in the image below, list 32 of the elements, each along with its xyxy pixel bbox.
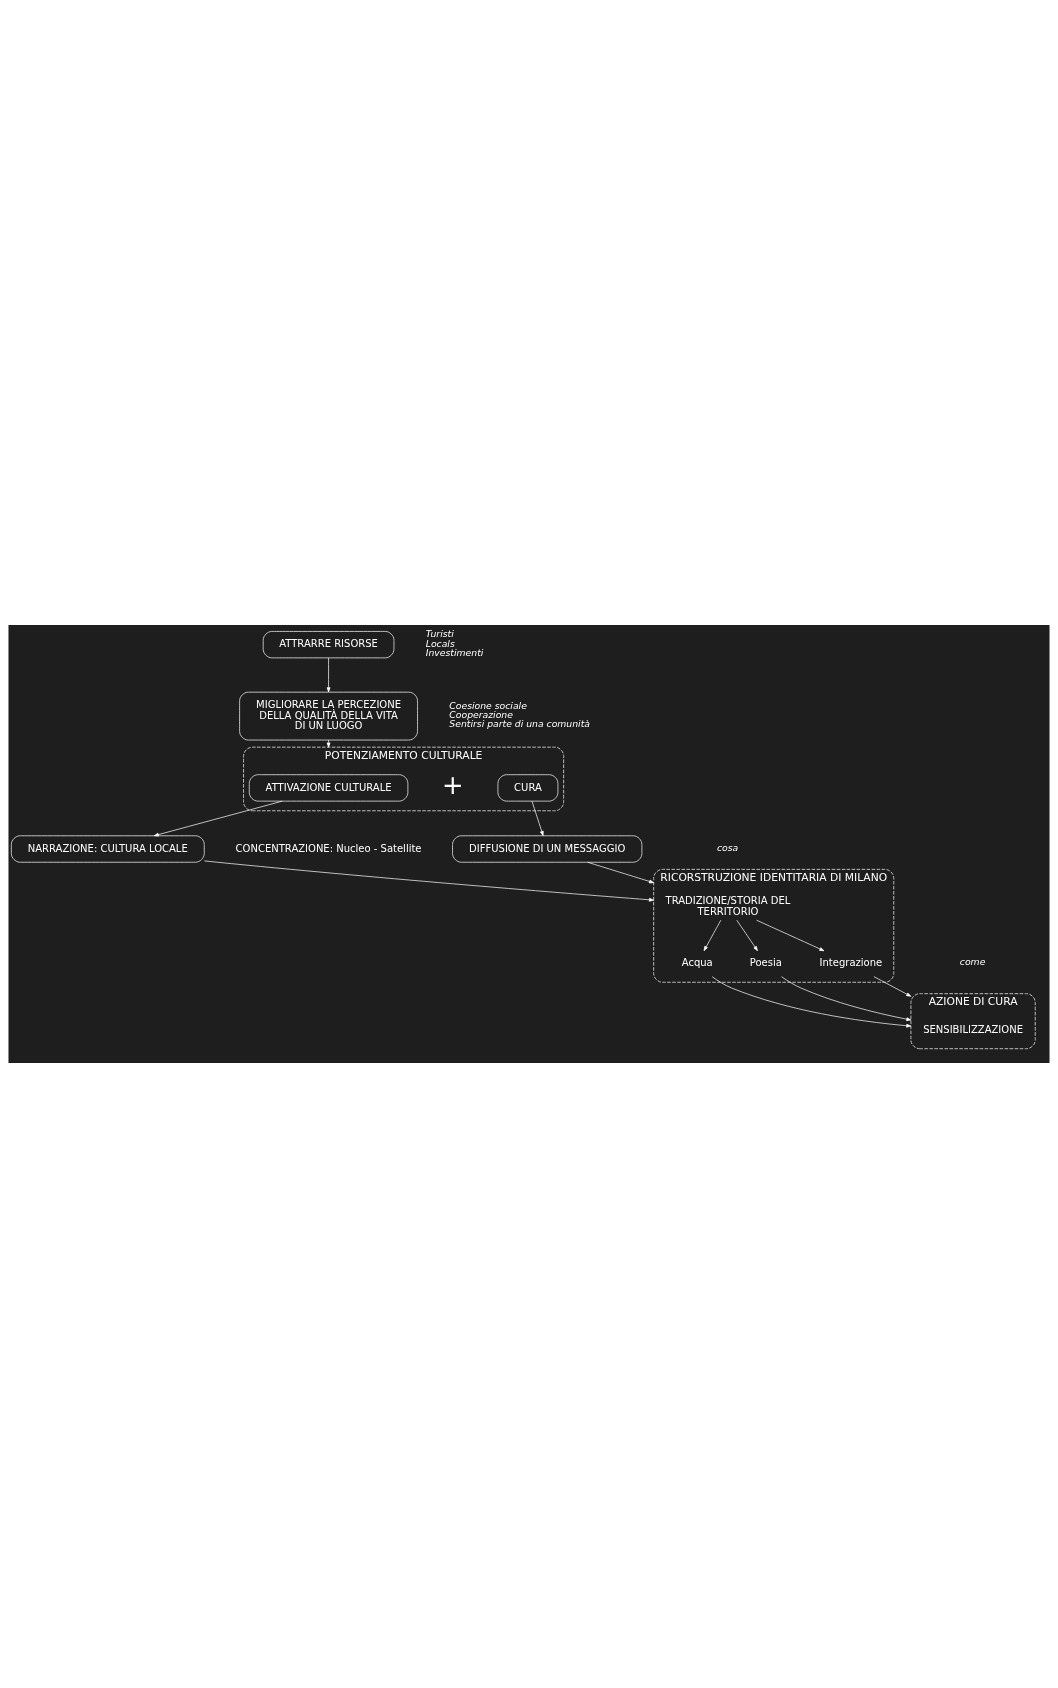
arrow: [587, 861, 655, 884]
node-box: NARRAZIONE: CULTURA LOCALE: [10, 835, 205, 863]
arrow: [736, 919, 758, 952]
node-text: SENSIBILIZZAZIONE: [923, 1023, 1023, 1035]
arrow: [153, 800, 283, 837]
arrow: [873, 976, 912, 997]
node-box: ATTIVAZIONE CULTURALE: [248, 774, 409, 802]
arrow: [204, 860, 655, 902]
node-box: MIGLIORARE LA PERCEZIONE DELLA QUALITÀ DELLA VITA DI UN LUOGO: [239, 691, 418, 741]
node-label: cosa: [716, 841, 739, 853]
arrow: [756, 919, 825, 952]
node-label: Coesione sociale: [449, 699, 527, 711]
arrow: [326, 739, 331, 748]
node-text: Integrazione: [819, 957, 883, 969]
arrow: [781, 976, 912, 1021]
arrow: [326, 657, 331, 693]
node-label: come: [959, 956, 986, 968]
node-box: CURA: [497, 774, 559, 802]
arrow: [531, 800, 544, 836]
label: +: [442, 770, 464, 801]
node-box: DIFFUSIONE DI UN MESSAGGIO: [452, 835, 643, 863]
node-label: Turisti: [425, 628, 454, 640]
node-label: Cooperazione: [449, 709, 513, 721]
node-label: Investimenti: [425, 647, 484, 659]
node-label: Locals: [425, 637, 455, 649]
node-box: ATTRARRE RISORSE: [262, 631, 395, 659]
arrow: [703, 919, 722, 952]
node-text: Acqua: [681, 957, 713, 969]
arrow: [711, 976, 912, 1028]
label: CONCENTRAZIONE: Nucleo - Satellite: [235, 842, 422, 854]
node-text: TRADIZIONE/STORIA DEL TERRITORIO: [665, 894, 791, 917]
node-text: Poesia: [749, 957, 782, 969]
